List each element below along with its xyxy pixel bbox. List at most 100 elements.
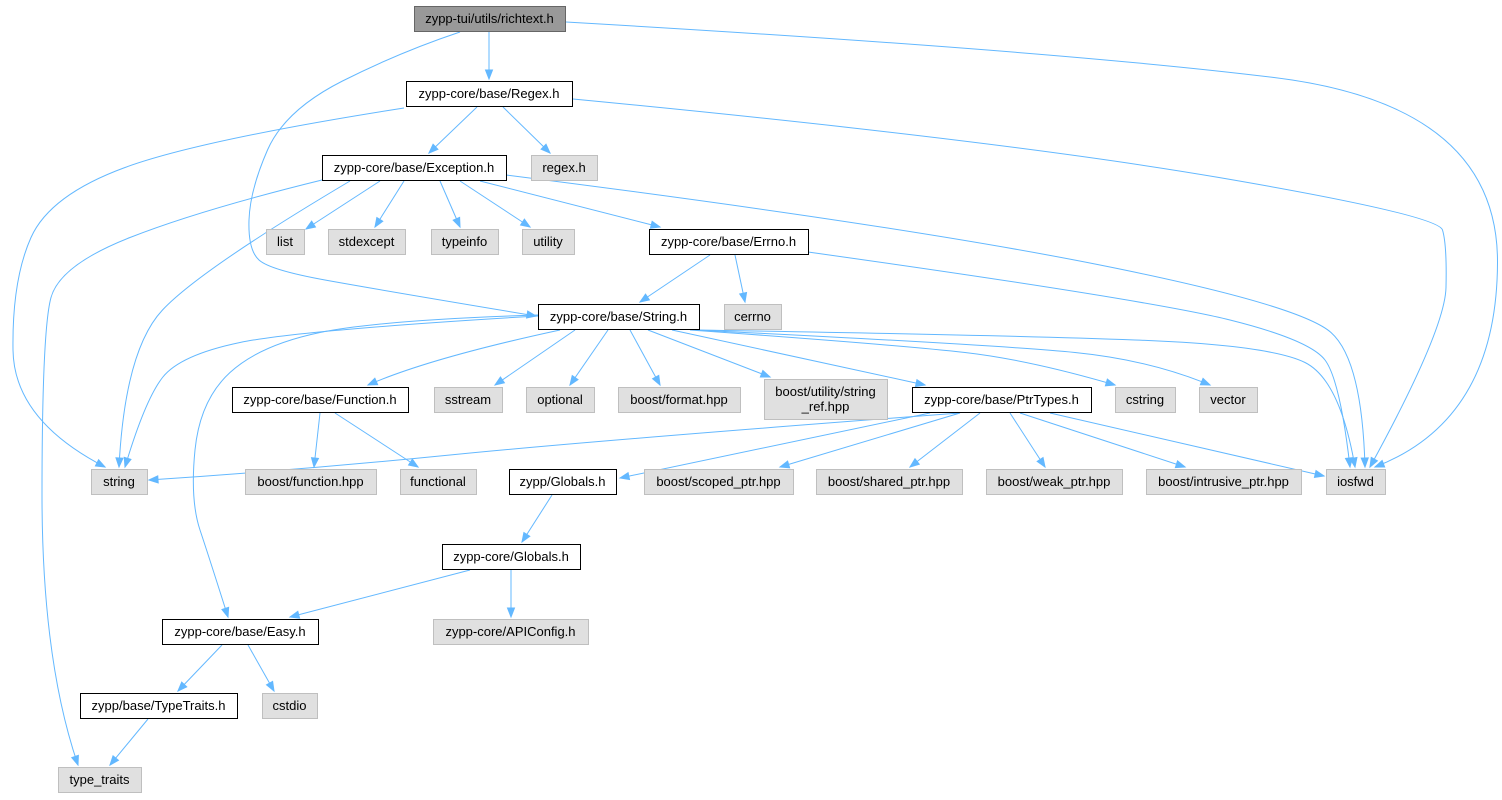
arrowhead-icon bbox=[1199, 377, 1212, 386]
node-boost-string-ref[interactable]: boost/utility/string_ref.hpp bbox=[764, 379, 888, 420]
node-box bbox=[724, 304, 782, 330]
node-cerrno[interactable]: cerrno bbox=[724, 304, 782, 330]
node-boost-shared[interactable]: boost/shared_ptr.hpp bbox=[816, 469, 963, 495]
node-string-h[interactable]: zypp-core/base/String.h bbox=[538, 304, 700, 330]
edge-string_h-to-cstring bbox=[689, 329, 1117, 387]
node-box bbox=[538, 304, 700, 330]
edge-exception-to-list bbox=[304, 180, 381, 230]
arrowhead-icon bbox=[649, 220, 662, 229]
node-easy[interactable]: zypp-core/base/Easy.h bbox=[162, 619, 319, 645]
edge-line bbox=[124, 315, 539, 468]
node-sstream[interactable]: sstream bbox=[434, 387, 503, 413]
node-list[interactable]: list bbox=[266, 229, 305, 255]
edge-line bbox=[807, 251, 1351, 468]
node-boost-scoped[interactable]: boost/scoped_ptr.hpp bbox=[644, 469, 794, 495]
arrowhead-icon bbox=[109, 754, 120, 767]
arrowhead-icon bbox=[519, 218, 532, 228]
node-ptrtypes[interactable]: zypp-core/base/PtrTypes.h bbox=[912, 387, 1092, 413]
edge-exception-to-errno bbox=[479, 180, 662, 229]
node-boost-weak[interactable]: boost/weak_ptr.hpp bbox=[986, 469, 1123, 495]
node-box bbox=[526, 387, 595, 413]
arrowhead-icon bbox=[493, 376, 506, 386]
nodes-layer: zypp-tui/utils/richtext.h zypp-core/base/… bbox=[58, 6, 1386, 793]
node-label: zypp-core/base/PtrTypes.h bbox=[924, 392, 1079, 407]
edge-line bbox=[289, 569, 471, 618]
node-functional[interactable]: functional bbox=[400, 469, 477, 495]
node-vector[interactable]: vector bbox=[1199, 387, 1258, 413]
node-box bbox=[816, 469, 963, 495]
arrowhead-icon bbox=[374, 216, 384, 229]
node-label: optional bbox=[537, 392, 583, 407]
node-iosfwd[interactable]: iosfwd bbox=[1326, 469, 1386, 495]
edge-string_h-to-easy bbox=[192, 314, 539, 619]
node-box bbox=[414, 6, 566, 32]
node-box bbox=[649, 229, 809, 255]
node-label: cstdio bbox=[273, 698, 307, 713]
arrowhead-icon bbox=[221, 606, 230, 619]
node-box bbox=[434, 387, 503, 413]
edge-exception-to-utility bbox=[459, 180, 532, 228]
edge-regex-to-exception bbox=[428, 106, 478, 154]
edge-line bbox=[572, 98, 1447, 468]
node-label: string bbox=[103, 474, 135, 489]
node-box bbox=[531, 155, 598, 181]
arrowhead-icon bbox=[1360, 457, 1369, 469]
node-exception[interactable]: zypp-core/base/Exception.h bbox=[322, 155, 507, 181]
edge-line bbox=[334, 412, 419, 468]
node-label: zypp-core/base/Regex.h bbox=[419, 86, 560, 101]
node-regex[interactable]: zypp-core/base/Regex.h bbox=[406, 81, 573, 107]
arrowhead-icon bbox=[304, 220, 317, 230]
node-label: zypp-core/base/Exception.h bbox=[334, 160, 494, 175]
node-boost-intrusive[interactable]: boost/intrusive_ptr.hpp bbox=[1146, 469, 1302, 495]
node-typeinfo[interactable]: typeinfo bbox=[431, 229, 499, 255]
node-stdexcept[interactable]: stdexcept bbox=[328, 229, 406, 255]
node-boost-format[interactable]: boost/format.hpp bbox=[618, 387, 741, 413]
arrowhead-icon bbox=[177, 681, 188, 692]
node-cstring[interactable]: cstring bbox=[1115, 387, 1176, 413]
edge-line bbox=[671, 329, 926, 386]
node-cstdio[interactable]: cstdio bbox=[262, 693, 318, 719]
arrowhead-icon bbox=[428, 143, 439, 154]
arrowhead-icon bbox=[70, 754, 79, 767]
edge-errno-to-string_h bbox=[638, 254, 711, 303]
node-optional[interactable]: optional bbox=[526, 387, 595, 413]
edge-line bbox=[689, 329, 1116, 386]
node-box bbox=[431, 229, 499, 255]
node-label: zypp-core/base/Errno.h bbox=[661, 234, 796, 249]
node-richtext[interactable]: zypp-tui/utils/richtext.h bbox=[414, 6, 566, 32]
node-label: zypp/base/TypeTraits.h bbox=[92, 698, 226, 713]
arrowhead-icon bbox=[94, 458, 107, 468]
edge-core_globals-to-easy bbox=[288, 569, 471, 619]
edge-line bbox=[41, 179, 323, 766]
node-utility[interactable]: utility bbox=[522, 229, 575, 255]
node-apiconfig[interactable]: zypp-core/APIConfig.h bbox=[433, 619, 589, 645]
edge-exception-to-stdexcept bbox=[374, 180, 405, 229]
node-box bbox=[80, 693, 238, 719]
edge-exception-to-typeinfo bbox=[439, 180, 461, 229]
node-regex-sys[interactable]: regex.h bbox=[531, 155, 598, 181]
arrowhead-icon bbox=[1373, 459, 1386, 468]
edge-errno-to-cerrno bbox=[734, 254, 748, 304]
node-typetraits-h[interactable]: zypp/base/TypeTraits.h bbox=[80, 693, 238, 719]
node-label: zypp-core/APIConfig.h bbox=[445, 624, 575, 639]
edge-line bbox=[1009, 412, 1046, 468]
edge-exception-to-iosfwd bbox=[505, 174, 1369, 469]
node-string[interactable]: string bbox=[91, 469, 148, 495]
node-zypp-globals[interactable]: zypp/Globals.h bbox=[509, 469, 617, 495]
node-type-traits[interactable]: type_traits bbox=[58, 767, 142, 793]
node-errno[interactable]: zypp-core/base/Errno.h bbox=[649, 229, 809, 255]
edge-line bbox=[694, 329, 1356, 468]
node-box bbox=[764, 379, 888, 420]
node-boost-function[interactable]: boost/function.hpp bbox=[245, 469, 377, 495]
node-label: boost/function.hpp bbox=[257, 474, 363, 489]
edge-errno-to-iosfwd bbox=[807, 251, 1354, 469]
edge-ptrtypes-to-zypp_globals bbox=[618, 412, 931, 481]
node-core-globals[interactable]: zypp-core/Globals.h bbox=[442, 544, 581, 570]
arrowhead-icon bbox=[407, 458, 420, 468]
node-function[interactable]: zypp-core/base/Function.h bbox=[232, 387, 409, 413]
node-label: vector bbox=[1210, 392, 1246, 407]
node-box bbox=[644, 469, 794, 495]
edge-line bbox=[779, 412, 961, 468]
edge-line bbox=[305, 180, 381, 230]
